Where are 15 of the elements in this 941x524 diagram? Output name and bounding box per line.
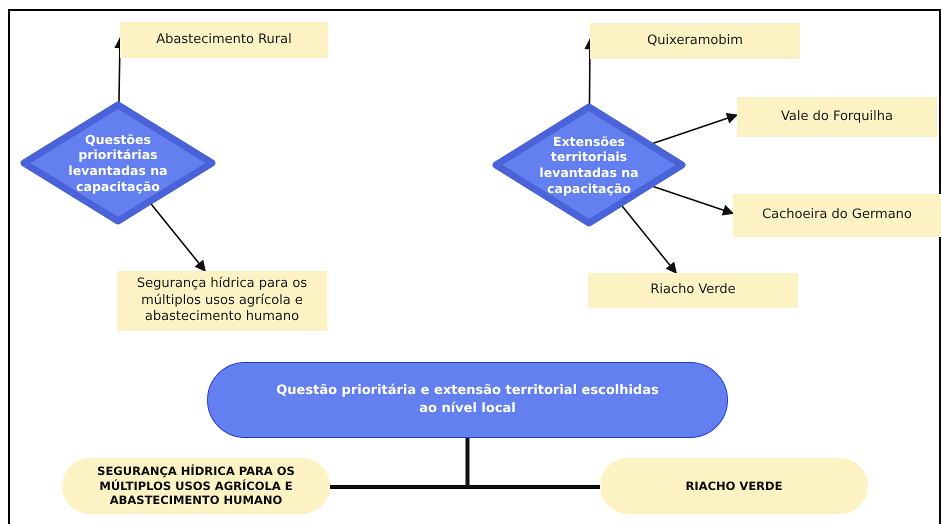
label-box: Cachoeira do Germano (733, 194, 941, 237)
label-box: Riacho Verde (588, 273, 798, 308)
label-box: Abastecimento Rural (120, 22, 328, 58)
arrow (650, 112, 738, 145)
rounded-box: RIACHO VERDE (600, 458, 868, 514)
label-box: Segurança hídrica para os múltiplos usos agrícola e abastecimento humano (117, 271, 327, 331)
decision-diamond: Questões prioritárias levantadas na capacitação (20, 101, 216, 225)
label-box: Vale do Forquilha (737, 97, 937, 137)
arrow (620, 204, 677, 274)
label-box: Quixeramobim (590, 23, 800, 59)
decision-diamond: Extensões territoriais levantadas na capacitação (492, 103, 686, 227)
rounded-box: Questão prioritária e extensão territorial escolhidas ao nível local (207, 362, 728, 438)
arrow (150, 202, 206, 272)
rounded-box: SEGURANÇA HÍDRICA PARA OS MÚLTIPLOS USOS AGRÍCOLA E ABASTECIMENTO HUMANO (62, 458, 330, 514)
arrow (651, 185, 734, 216)
